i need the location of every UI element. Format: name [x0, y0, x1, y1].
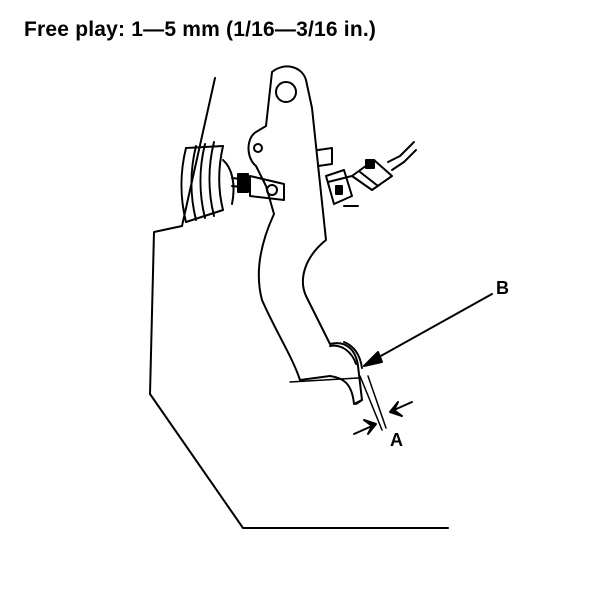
pedal-pad: [329, 341, 363, 405]
clutch-pedal-arm: [247, 65, 363, 405]
firewall-outline: [149, 77, 449, 529]
callout-b-label: B: [496, 278, 509, 298]
callout-b-leader: [363, 293, 493, 367]
wiring-connector: [351, 141, 417, 191]
master-cylinder-boot: [180, 141, 235, 223]
dimension-a-arrows: [353, 401, 413, 435]
free-play-reference: [289, 375, 387, 431]
callout-a-label: A: [390, 430, 403, 450]
free-play-spec-title: Free play: 1—5 mm (1/16—3/16 in.): [24, 18, 377, 41]
pushrod: [231, 173, 285, 201]
clutch-pedal-switch: [317, 147, 359, 207]
